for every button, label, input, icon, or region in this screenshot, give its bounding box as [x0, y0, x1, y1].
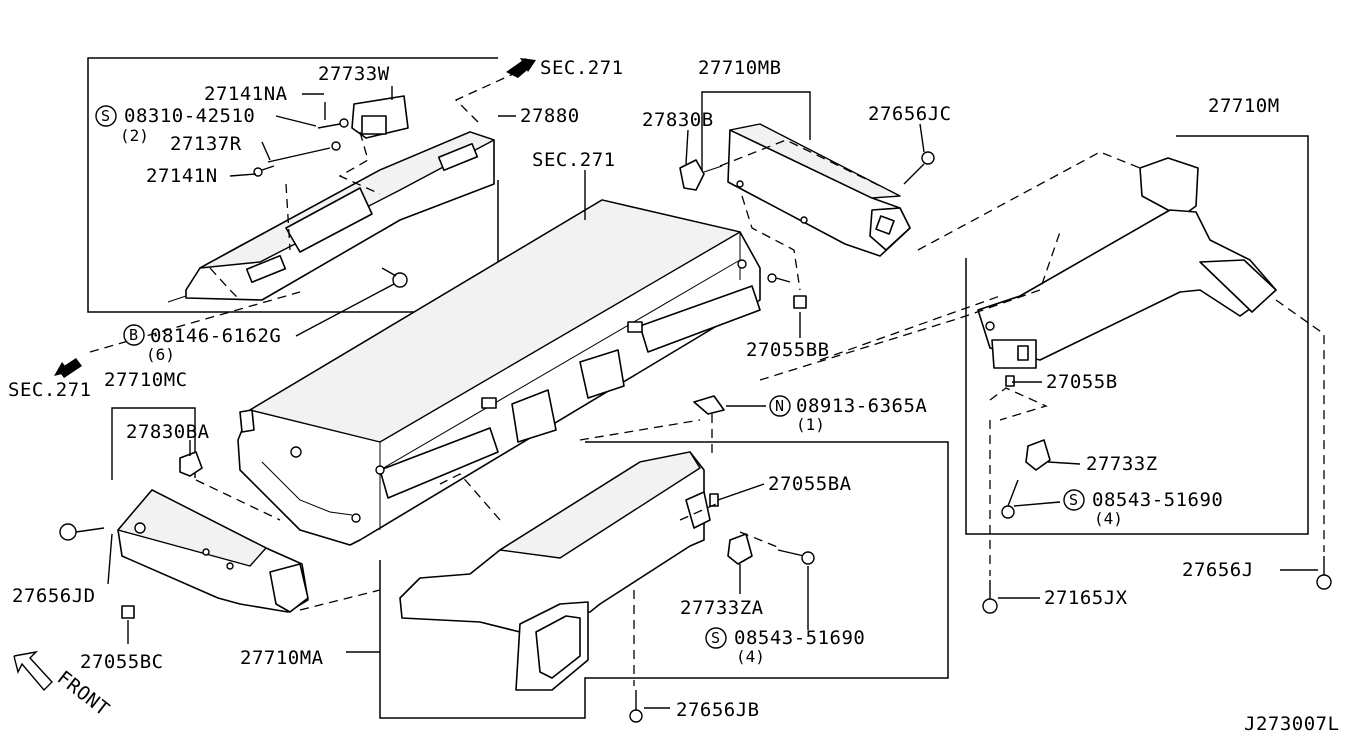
- symbol-s-08310: [95, 105, 117, 127]
- screw-27656jd: [59, 523, 105, 541]
- screw-27656jb: [629, 690, 643, 723]
- qty-08310: (2): [120, 126, 149, 145]
- qty-08543-center: (4): [736, 647, 765, 666]
- bracket-08913: [693, 395, 725, 415]
- arrow-sec271-left: [54, 358, 82, 378]
- symbol-s-08543-center: [705, 627, 727, 649]
- symbol-b-08146-text: B: [129, 326, 138, 344]
- label-27141na: 27141NA: [204, 83, 288, 105]
- clip-27055b: [1005, 375, 1015, 387]
- label-27055bb: 27055BB: [746, 339, 830, 361]
- qty-08913: (1): [796, 415, 825, 434]
- sensor-27733w: [351, 86, 409, 139]
- label-27733w: 27733W: [318, 63, 390, 85]
- rod-end: [331, 141, 341, 151]
- label-sec271-center: SEC.271: [532, 149, 616, 171]
- screw-27165jx: [982, 580, 998, 614]
- label-08543-center: 08543-51690: [734, 627, 865, 649]
- rod-27137r: [267, 147, 331, 163]
- duct-27710m: [977, 157, 1277, 369]
- hvac-unit: [237, 199, 761, 546]
- label-27137r: 27137R: [170, 133, 242, 155]
- clip-27055bb: [793, 295, 807, 309]
- screw-27656jc: [903, 151, 935, 185]
- label-27710mc: 27710MC: [104, 369, 188, 391]
- symbol-s-08543-right: [1063, 489, 1085, 511]
- group-bracket-left-duct: [111, 407, 196, 480]
- symbol-b-08146: [123, 324, 145, 346]
- front-arrow: [13, 650, 53, 692]
- sensor-27733z: [1025, 439, 1051, 471]
- label-27830b: 27830B: [642, 109, 714, 131]
- qty-08146: (6): [146, 345, 175, 364]
- label-27656j: 27656J: [1182, 559, 1254, 581]
- duct-27710mc: [117, 489, 309, 613]
- label-27165jx: 27165JX: [1044, 587, 1128, 609]
- sensor-bracket-assembly: [167, 131, 495, 303]
- sensor-27733za: [727, 533, 753, 565]
- group-box-front-duct: [379, 441, 949, 719]
- label-27656jd: 27656JD: [12, 585, 96, 607]
- assembly-lines: [89, 69, 1325, 686]
- label-27710m: 27710M: [1208, 95, 1280, 117]
- label-27880: 27880: [520, 105, 580, 127]
- duct-27710ma: [399, 451, 711, 691]
- symbol-s-08543-right-text: S: [1069, 491, 1078, 509]
- group-box-right-duct: [965, 135, 1309, 535]
- label-08310: 08310-42510: [124, 105, 255, 127]
- screw-27141n: [253, 165, 275, 177]
- clip-27055bc: [121, 605, 135, 619]
- label-27733za: 27733ZA: [680, 597, 764, 619]
- label-08913: 08913-6365A: [796, 395, 927, 417]
- clip-27830ba: [179, 451, 203, 477]
- label-27055ba: 27055BA: [768, 473, 852, 495]
- screw-08543-right: [1001, 479, 1019, 519]
- label-sec271-top: SEC.271: [540, 57, 624, 79]
- label-08543-right: 08543-51690: [1092, 489, 1223, 511]
- label-27830ba: 27830BA: [126, 421, 210, 443]
- group-bracket-top-duct: [701, 91, 811, 172]
- screw-27141na: [317, 102, 349, 129]
- label-sec271-left: SEC.271: [8, 379, 92, 401]
- screw-08543-center: [777, 549, 815, 565]
- leader-lines: [107, 93, 1318, 709]
- symbol-s-08310-text: S: [101, 107, 110, 125]
- qty-08543-right: (4): [1094, 509, 1123, 528]
- duct-27710mb: [727, 123, 911, 257]
- unit-screw: [767, 273, 791, 283]
- screw-27656j: [1316, 556, 1332, 590]
- label-27055b: 27055B: [1046, 371, 1118, 393]
- symbol-n-08913: [769, 395, 791, 417]
- symbol-n-08913-text: N: [775, 397, 784, 415]
- label-27656jb: 27656JB: [676, 699, 760, 721]
- label-08146: 08146-6162G: [150, 325, 281, 347]
- label-27710ma: 27710MA: [240, 647, 324, 669]
- label-front: FRONT: [53, 667, 114, 721]
- clip-27830b: [679, 159, 723, 191]
- diagram-code: J273007L: [1244, 713, 1340, 735]
- label-27656jc: 27656JC: [868, 103, 952, 125]
- label-27055bc: 27055BC: [80, 651, 164, 673]
- symbol-s-08543-center-text: S: [711, 629, 720, 647]
- label-27733z: 27733Z: [1086, 453, 1158, 475]
- arrow-sec271-top: [506, 58, 536, 78]
- label-27710mb: 27710MB: [698, 57, 782, 79]
- label-27141n: 27141N: [146, 165, 218, 187]
